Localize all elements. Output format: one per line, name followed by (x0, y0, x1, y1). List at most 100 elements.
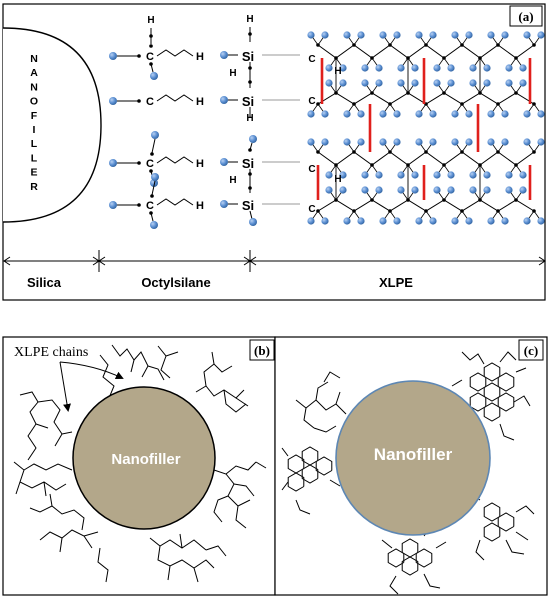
panel-a-label-box (509, 5, 543, 27)
hydrogen-atom-ball (150, 179, 158, 187)
hydrogen-atom-ball (343, 31, 351, 39)
carbon-atom-dot (248, 148, 252, 152)
hydrogen-atom-ball (249, 218, 257, 226)
xlpe-chain (167, 565, 171, 581)
carbon-atom-dot (248, 80, 252, 84)
xlpe-chain (233, 483, 255, 497)
xlpe-ring (497, 372, 515, 392)
hydrogen-atom-ball (321, 31, 329, 39)
hydrogen-atom-ball (501, 138, 509, 146)
hydrogen-atom-ball (379, 217, 387, 225)
nanofiller-particle (72, 386, 216, 530)
hydrogen-atom-ball (433, 79, 441, 87)
xlpe-chain (37, 399, 63, 447)
hydrogen-atom-ball (483, 64, 491, 72)
xlpe-chain (381, 539, 393, 549)
hydrogen-atom-ball (487, 31, 495, 39)
hydrogen-atom-ball (519, 64, 527, 72)
hydrogen-atom-ball (483, 186, 491, 194)
xlpe-chain (99, 354, 115, 399)
hydrogen-atom-ball (465, 217, 473, 225)
hydrogen-atom-ball (109, 201, 117, 209)
carbon-atom-dot (248, 186, 252, 190)
hydrogen-atom-ball (325, 64, 333, 72)
carbon-label: C (308, 204, 315, 215)
hydrogen-atom-ball (357, 138, 365, 146)
hydrogen-atom-ball (537, 217, 545, 225)
xlpe-chain (23, 463, 73, 471)
region-arrow (249, 256, 257, 266)
panel-c-label-box (518, 339, 544, 361)
hydrogen-atom-ball (519, 171, 527, 179)
hydrogen-atom-ball (357, 31, 365, 39)
bond-line (151, 138, 156, 154)
bond-line (150, 212, 154, 222)
hydrogen-atom-ball (487, 138, 495, 146)
xlpe-chain (211, 351, 215, 365)
region-arrow (3, 256, 11, 266)
hydrogen-atom-ball (393, 138, 401, 146)
xlpe-chain (83, 531, 99, 537)
xlpe-ring (497, 392, 515, 412)
hydrogen-label: H (246, 113, 253, 124)
octyl-zigzag (156, 156, 194, 164)
hydrogen-atom-ball (505, 79, 513, 87)
xlpe-ring (497, 512, 515, 532)
hydrogen-atom-ball (150, 72, 158, 80)
nanofiller-letter: L (31, 152, 38, 164)
xlpe-ring (469, 392, 487, 412)
xlpe-chain (313, 425, 337, 433)
carbon-label: C (146, 158, 154, 170)
hydrogen-atom-ball (469, 171, 477, 179)
xlpe-chain (49, 493, 53, 507)
xlpe-chain (130, 359, 135, 373)
hydrogen-atom-ball (523, 217, 531, 225)
hydrogen-atom-ball (361, 171, 369, 179)
hydrogen-atom-ball (220, 96, 228, 104)
region-label-xlpe: XLPE (379, 275, 413, 290)
hydrogen-atom-ball (109, 159, 117, 167)
hydrogen-atom-ball (339, 171, 347, 179)
xlpe-chains-annotation: XLPE chains (14, 345, 88, 360)
carbon-atom-dot (149, 44, 153, 48)
xlpe-ring (483, 522, 501, 542)
xlpe-chain (513, 395, 531, 407)
hydrogen-atom-ball (483, 79, 491, 87)
hydrogen-atom-ball (523, 110, 531, 118)
xlpe-ring (301, 464, 319, 484)
hydrogen-atom-ball (379, 138, 387, 146)
xlpe-chain-sketches (13, 344, 267, 583)
region-label-silica: Silica (27, 275, 62, 290)
hydrogen-atom-ball (433, 64, 441, 72)
nanofiller-particle (335, 380, 491, 536)
hydrogen-atom-ball (469, 186, 477, 194)
hydrogen-atom-ball (415, 31, 423, 39)
xlpe-chain (499, 351, 517, 363)
xlpe-chain (515, 531, 529, 541)
xlpe-chain (515, 505, 535, 515)
xlpe-chain (149, 537, 207, 551)
region-arrow (538, 256, 546, 266)
carbon-atom-dot (149, 34, 153, 38)
hydrogen-atom-ball (375, 186, 383, 194)
hydrogen-label: H (196, 96, 204, 108)
xlpe-chain (223, 389, 247, 413)
bond-line (150, 63, 154, 73)
hydrogen-atom-ball (357, 217, 365, 225)
hydrogen-label: H (229, 68, 236, 79)
xlpe-chain (29, 505, 85, 531)
annotation-arrow (59, 361, 124, 380)
hydrogen-label: H (334, 66, 341, 77)
hydrogen-atom-ball (150, 221, 158, 229)
hydrogen-atom-ball (483, 171, 491, 179)
nanofiller-letter: O (30, 96, 38, 108)
hydrogen-atom-ball (307, 31, 315, 39)
xlpe-chain (147, 365, 165, 381)
hydrogen-atom-ball (357, 110, 365, 118)
carbon-label: C (146, 200, 154, 212)
hydrogen-atom-ball (415, 138, 423, 146)
xlpe-chain (43, 481, 47, 497)
hydrogen-atom-ball (447, 79, 455, 87)
xlpe-chain (19, 391, 39, 461)
